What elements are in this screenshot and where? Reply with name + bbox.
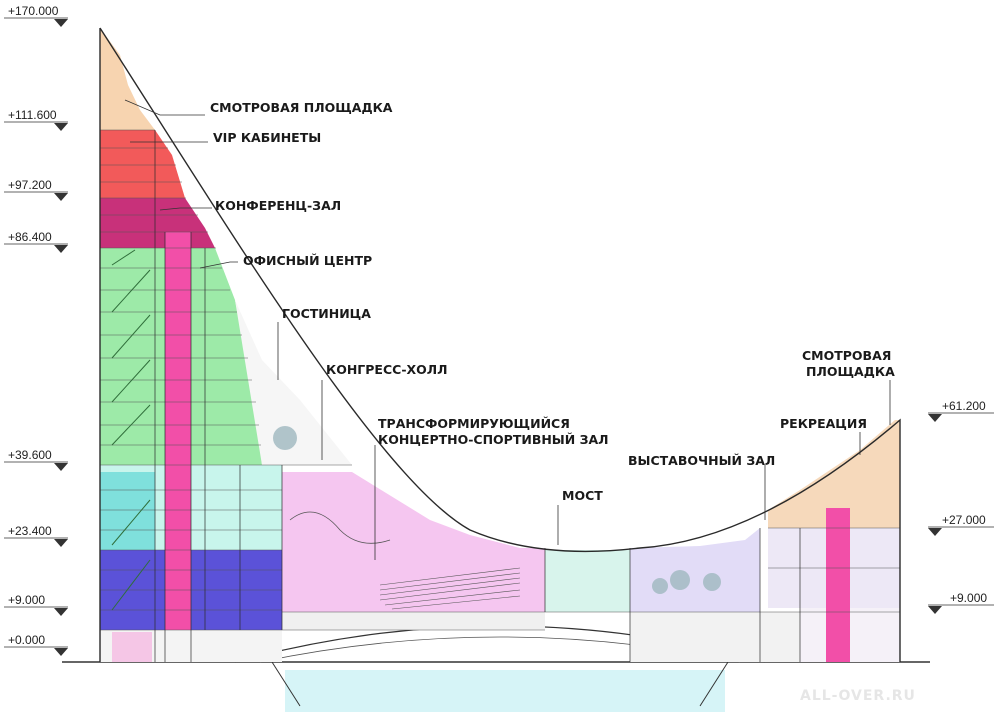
- leader-lines: [124, 99, 891, 560]
- label-exhibition-hall: ВЫСТАВОЧНЫЙ ЗАЛ: [628, 453, 775, 468]
- level-marker: +9.000: [928, 591, 994, 614]
- zone-hotel-core-low: [165, 465, 191, 662]
- label-bridge: МОСТ: [562, 488, 603, 503]
- stage-curve: [289, 511, 391, 544]
- seating: [379, 567, 521, 610]
- zone-vip: [100, 130, 185, 198]
- label-observation-deck-2-line2: ПЛОЩАДКА: [806, 364, 895, 379]
- diagonal-braces: [111, 249, 151, 611]
- water: [285, 670, 725, 712]
- level-markers-right: +61.200 +27.000 +9.000: [928, 399, 994, 614]
- level-marker: +111.600: [4, 108, 68, 131]
- zone-atrium: [235, 300, 352, 465]
- zone-ground-pink: [112, 632, 152, 662]
- level-marker: +170.000: [4, 4, 68, 27]
- zone-conference: [100, 198, 215, 248]
- level-label: +9.000: [8, 593, 45, 607]
- level-marker: +27.000: [928, 513, 994, 536]
- level-label: +39.600: [8, 448, 52, 462]
- envelope-curve: [99, 27, 901, 662]
- zone-observation-deck: [100, 28, 155, 130]
- level-marker: +61.200: [928, 399, 994, 422]
- zone-bridge: [545, 550, 630, 612]
- level-label: +23.400: [8, 524, 52, 538]
- label-conference-hall: КОНФЕРЕНЦ-ЗАЛ: [215, 198, 341, 213]
- tower: [100, 28, 352, 662]
- level-label: +97.200: [8, 178, 52, 192]
- label-office-center: ОФИСНЫЙ ЦЕНТР: [243, 253, 372, 268]
- level-label: +61.200: [942, 399, 986, 413]
- level-markers-left: +170.000 +111.600 +97.200 +86.400 +39.60…: [4, 4, 68, 656]
- label-observation-deck: СМОТРОВАЯ ПЛОЩАДКА: [210, 100, 393, 115]
- level-label: +9.000: [950, 591, 987, 605]
- label-recreation: РЕКРЕАЦИЯ: [780, 416, 867, 431]
- level-marker: +9.000: [4, 593, 68, 616]
- label-concert-hall-line1: ТРАНСФОРМИРУЮЩИЙСЯ: [378, 416, 570, 431]
- zone-right-core: [826, 508, 850, 662]
- abutment-right: [699, 661, 729, 707]
- label-vip-cabinets: VIP КАБИНЕТЫ: [213, 130, 321, 145]
- level-marker: +39.600: [4, 448, 68, 471]
- level-label: +86.400: [8, 230, 52, 244]
- level-label: +111.600: [8, 108, 57, 122]
- level-label: +27.000: [942, 513, 986, 527]
- level-marker: +86.400: [4, 230, 68, 253]
- level-label: +170.000: [8, 4, 59, 18]
- zone-concert-lower: [282, 612, 545, 630]
- label-hotel: ГОСТИНИЦА: [282, 306, 371, 321]
- label-concert-hall-line2: КОНЦЕРТНО-СПОРТИВНЫЙ ЗАЛ: [378, 432, 609, 447]
- zone-exhibition: [630, 528, 760, 612]
- trees: [273, 426, 721, 594]
- level-marker: +97.200: [4, 178, 68, 201]
- label-congress-hall: КОНГРЕСС-ХОЛЛ: [326, 362, 448, 377]
- level-marker: +0.000: [4, 633, 68, 656]
- zone-cyan: [100, 472, 155, 550]
- watermark: ALL-OVER.RU: [800, 688, 916, 704]
- zone-concert-hall: [282, 472, 545, 612]
- level-label: +0.000: [8, 633, 45, 647]
- abutment-left: [271, 661, 301, 707]
- label-observation-deck-2-line1: СМОТРОВАЯ: [802, 348, 891, 363]
- level-marker: +23.400: [4, 524, 68, 547]
- zone-right-lower: [630, 612, 800, 662]
